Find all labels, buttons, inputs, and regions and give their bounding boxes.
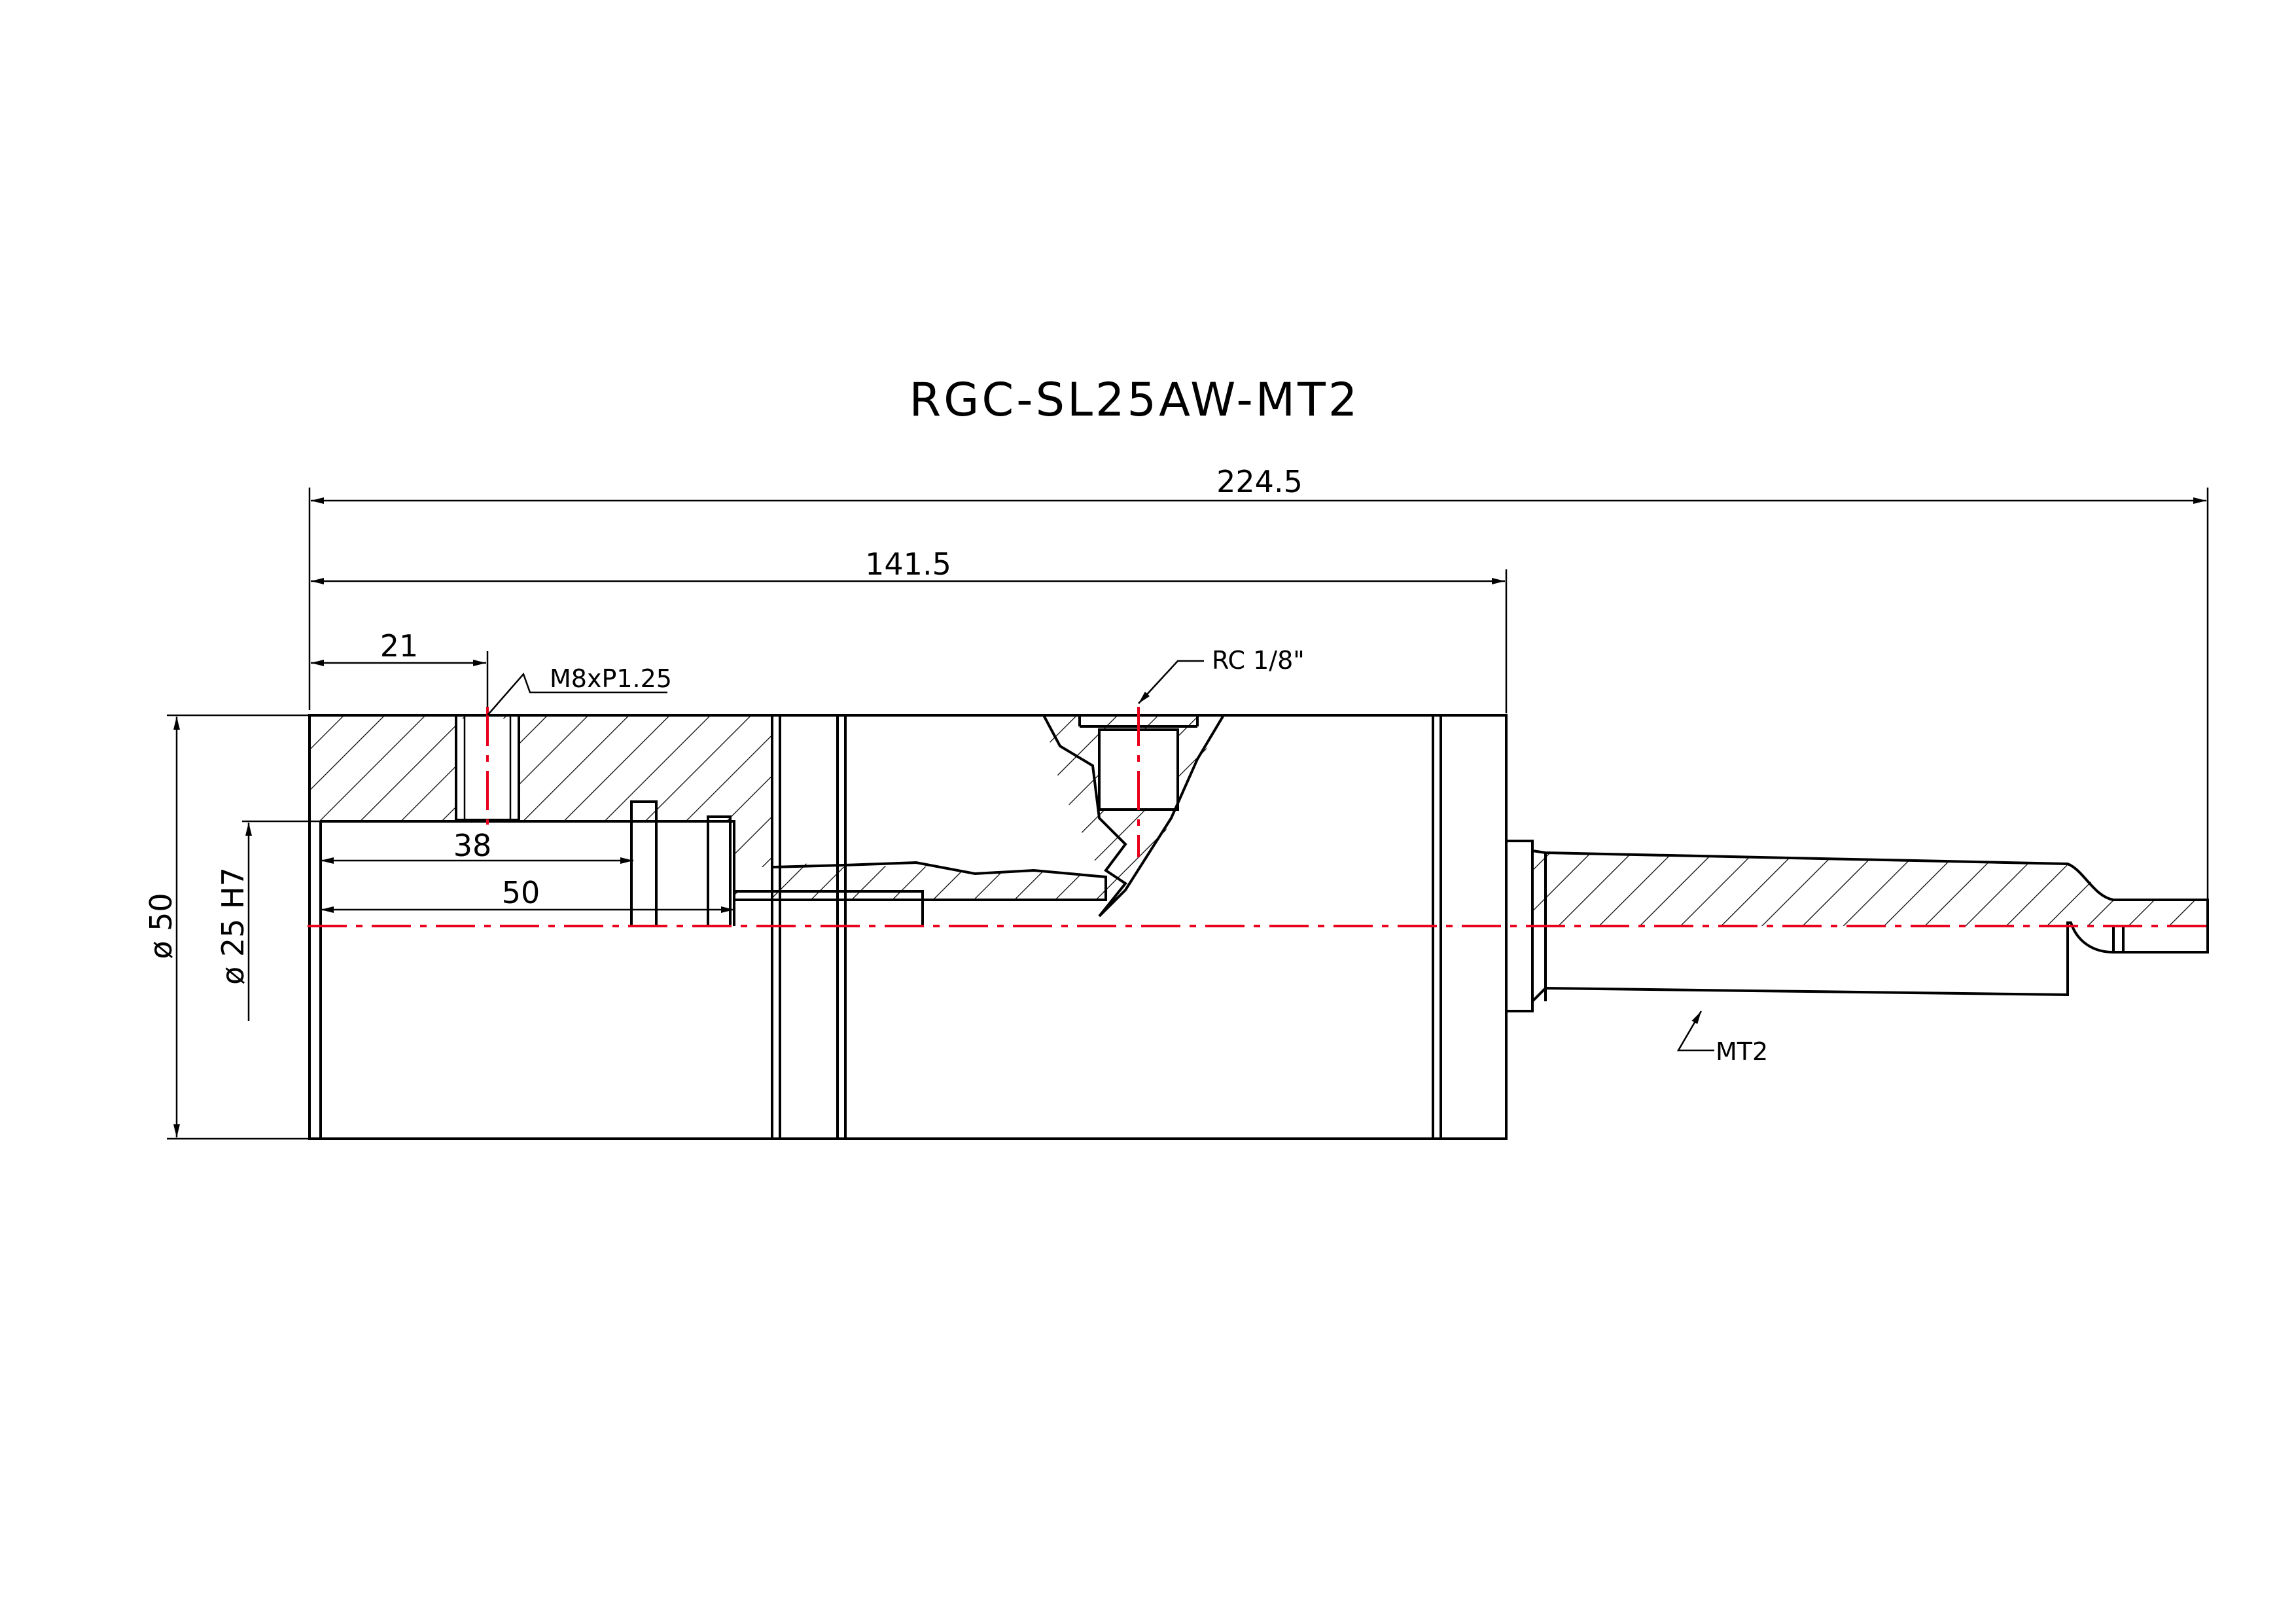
dimension-bore-diameter-label: ø 25 H7 xyxy=(215,867,251,985)
thread-callout: M8xP1.25 xyxy=(487,664,672,716)
dimension-outer-diameter: ø 50 xyxy=(143,714,309,1140)
dimension-bore-depth-50-label: 50 xyxy=(502,875,540,910)
taper-callout-label: MT2 xyxy=(1716,1037,1768,1066)
dimension-overall-length-label: 224.5 xyxy=(1216,464,1303,499)
port-callout: RC 1/8" xyxy=(1138,646,1305,704)
section-hatch-taper xyxy=(1532,853,2208,926)
thread-callout-label: M8xP1.25 xyxy=(550,664,672,693)
taper-callout: MT2 xyxy=(1676,1010,1768,1066)
dimension-body-length: 141.5 xyxy=(311,546,1508,713)
dimension-overall-length: 224.5 xyxy=(308,464,2209,900)
dimension-bore-depth-38-label: 38 xyxy=(453,828,492,863)
drawing-title: RGC-SL25AW-MT2 xyxy=(910,373,1360,427)
dimension-outer-diameter-label: ø 50 xyxy=(143,893,179,959)
dimension-bore-depth-38: 38 xyxy=(321,828,633,864)
body-outline xyxy=(308,714,1508,1140)
dimension-bore-depth-50: 50 xyxy=(321,875,734,913)
port-callout-label: RC 1/8" xyxy=(1212,646,1305,675)
part-body xyxy=(308,714,2209,1140)
dimension-bore-diameter: ø 25 H7 xyxy=(215,820,321,1021)
dimension-hole-offset: 21 xyxy=(311,628,489,713)
dimension-body-length-label: 141.5 xyxy=(865,546,951,582)
dimension-hole-offset-label: 21 xyxy=(380,628,419,664)
section-hatch-left xyxy=(309,715,772,867)
